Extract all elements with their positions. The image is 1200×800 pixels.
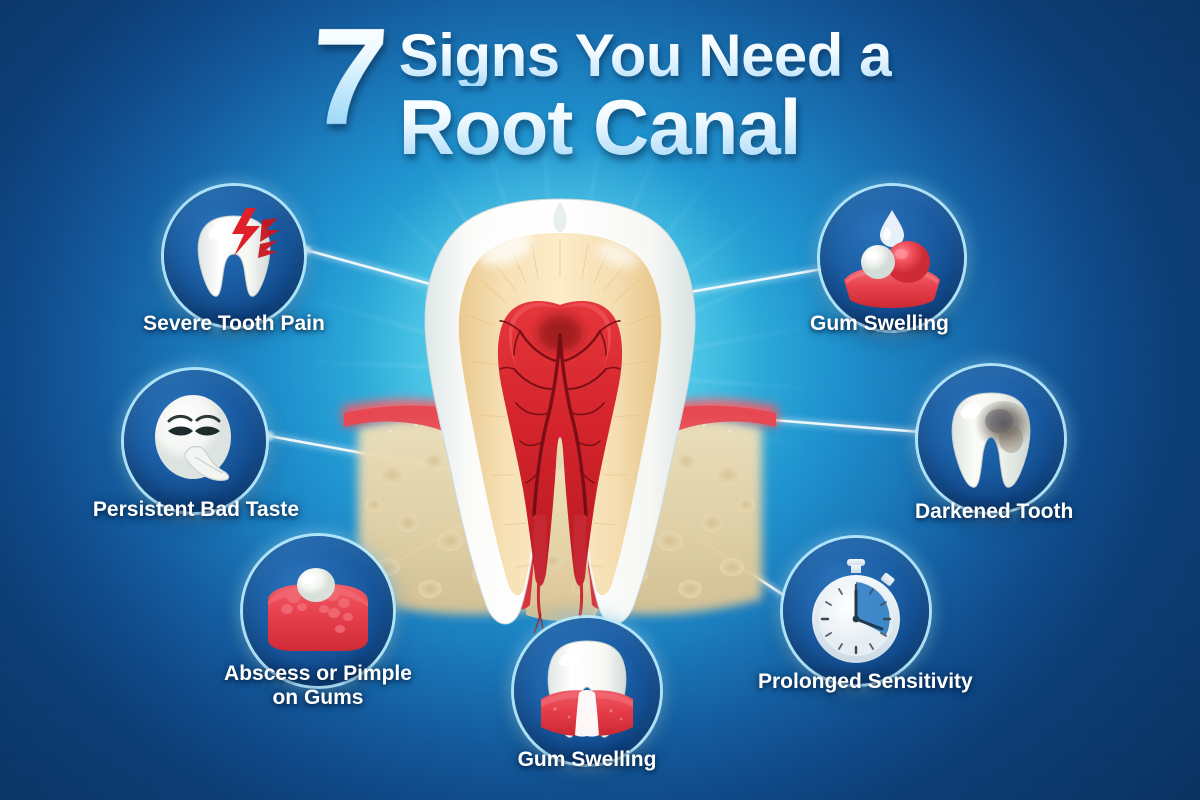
gum-abscess-pimple-icon bbox=[268, 568, 368, 651]
discolored-tooth-icon bbox=[951, 392, 1031, 488]
abscess-or-pimple-label: Abscess or Pimple on Gums bbox=[224, 662, 412, 709]
face-tongue-out-icon bbox=[155, 395, 231, 481]
severe-tooth-pain-label: Severe Tooth Pain bbox=[143, 312, 325, 335]
tooth-with-swollen-gums-icon bbox=[541, 640, 633, 738]
gum-swelling-bottom-badge[interactable] bbox=[514, 618, 660, 764]
severe-tooth-pain-badge[interactable] bbox=[164, 186, 304, 326]
darkened-tooth-badge[interactable] bbox=[918, 366, 1064, 512]
persistent-bad-taste-label: Persistent Bad Taste bbox=[92, 498, 300, 521]
swollen-gum-with-droplet-icon bbox=[844, 210, 940, 308]
tooth-cross-section-illustration bbox=[330, 175, 790, 645]
gum-swelling-top-label: Gum Swelling bbox=[810, 312, 949, 335]
persistent-bad-taste-badge[interactable] bbox=[124, 370, 266, 512]
abscess-or-pimple-badge[interactable] bbox=[243, 536, 393, 686]
gum-swelling-bottom-label: Gum Swelling bbox=[517, 748, 657, 771]
stopwatch-icon bbox=[812, 559, 900, 663]
gum-swelling-top-badge[interactable] bbox=[820, 186, 964, 330]
tooth-with-pain-bolts-icon bbox=[197, 208, 280, 297]
prolonged-sensitivity-label: Prolonged Sensitivity bbox=[758, 670, 973, 693]
darkened-tooth-label: Darkened Tooth bbox=[915, 500, 1074, 523]
prolonged-sensitivity-badge[interactable] bbox=[783, 538, 929, 684]
